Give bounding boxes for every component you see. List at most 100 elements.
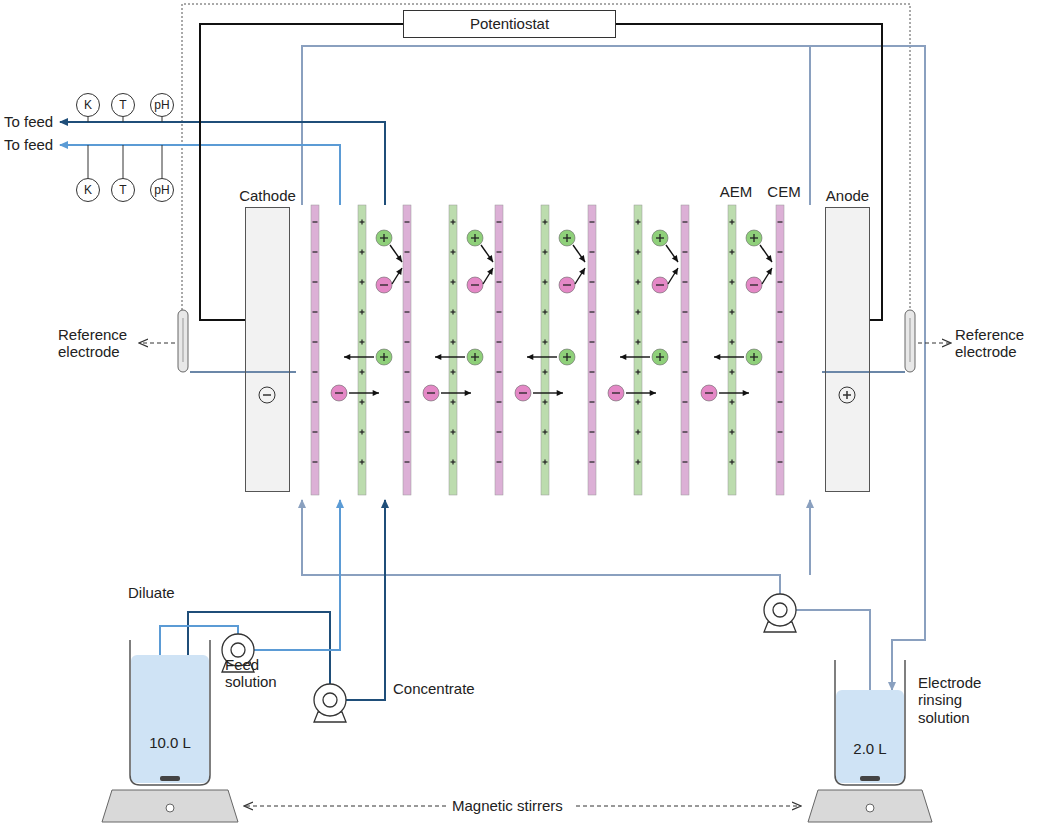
fixed-charge [361,400,362,405]
fixed-charge [405,431,410,432]
node-title: Feed solution [225,656,315,691]
fixed-charge [313,371,318,372]
ion-arrow [557,390,563,396]
beaker [130,640,210,785]
fixed-charge [778,461,783,462]
stream-label: Diluate [128,584,175,601]
node-title: Anode [826,187,869,204]
ion-arrow [465,390,471,396]
fixed-charge [361,280,362,285]
ion-sign [753,353,754,361]
fixed-charge [778,251,783,252]
fixed-charge [637,370,638,375]
membrane-label: CEM [767,183,800,200]
callout-label: Magnetic stirrers [452,797,563,814]
anion [515,385,531,401]
positive-sign [839,387,855,403]
fixed-charge [778,371,783,372]
fixed-charge [544,430,545,435]
fixed-charge [590,251,595,252]
ion-arrow [487,255,493,262]
cation [559,349,575,365]
ion-sign [474,234,475,242]
fixed-charge [731,340,732,345]
diluate-inlet-tube [254,500,340,650]
fixed-charge [497,371,502,372]
ion-arrow [396,268,402,275]
positive-sign [843,391,851,399]
fixed-charge [452,280,453,285]
stir-bar [160,776,180,781]
fixed-charge [497,281,502,282]
fixed-charge [313,341,318,342]
ion-arrow [762,268,772,284]
fixed-charge [731,400,732,405]
cation-exchange-membrane [403,205,411,495]
fixed-charge [313,431,318,432]
fixed-charge [452,400,453,405]
fixed-charge [637,280,638,285]
fixed-charge [590,401,595,402]
anode-plate [825,207,870,492]
rinse-beaker: Electrode rinsing solution2.0 L [835,660,905,785]
ion-arrow [650,390,656,396]
anion [652,277,668,293]
fixed-charge [731,220,732,225]
ion-arrow [487,268,493,275]
fixed-charge [731,430,732,435]
leader-arrow [576,806,800,807]
fixed-charge [361,310,362,315]
fixed-charge [405,251,410,252]
cation [376,349,392,365]
liquid [131,655,209,783]
fixed-charge [497,461,502,462]
fixed-charge [405,461,410,462]
fixed-charge [405,311,410,312]
ion-arrow [573,245,585,262]
ion-arrow [481,245,493,262]
fixed-charge [361,340,362,345]
ion-sign [659,234,660,242]
fixed-charge [683,221,688,222]
anion-exchange-membrane [634,205,642,495]
volume-label: 10.0 L [149,734,191,751]
fixed-charge [452,340,453,345]
fixed-charge [405,281,410,282]
magnetic-stirrer [102,790,932,822]
sensor-label: K [84,184,92,196]
cation [652,230,668,246]
ion-sign [383,234,384,242]
negative-sign [259,387,275,403]
ion-arrow [672,268,678,275]
fixed-charge [361,430,362,435]
fixed-charge [497,311,502,312]
sensor-circle: pH [150,178,174,202]
fixed-charge [731,370,732,375]
rinse-feed-tube [302,500,780,594]
ion-arrow [396,255,402,262]
fixed-charge [405,401,410,402]
sensor-label: pH [154,99,169,111]
stream-label: Concentrate [393,680,475,697]
anode-electrode: Anode [825,207,870,492]
fixed-charge [452,220,453,225]
reference-probe-line [822,371,905,373]
fixed-charge [361,370,362,375]
anion [376,277,392,293]
fixed-charge [497,431,502,432]
outlet-label: To feed [4,113,53,130]
fixed-charge [590,341,595,342]
anion-exchange-membrane [541,205,549,495]
outlet-label: To feed [4,136,53,153]
fixed-charge [590,431,595,432]
pump-symbol [222,594,796,722]
fixed-charge [452,370,453,375]
ion-sign [474,353,475,361]
fixed-charge [544,310,545,315]
fixed-charge [731,250,732,255]
fixed-charge [452,250,453,255]
ion-arrow [760,245,772,262]
ion-arrow [620,354,626,360]
sensor-circle: T [111,178,135,202]
